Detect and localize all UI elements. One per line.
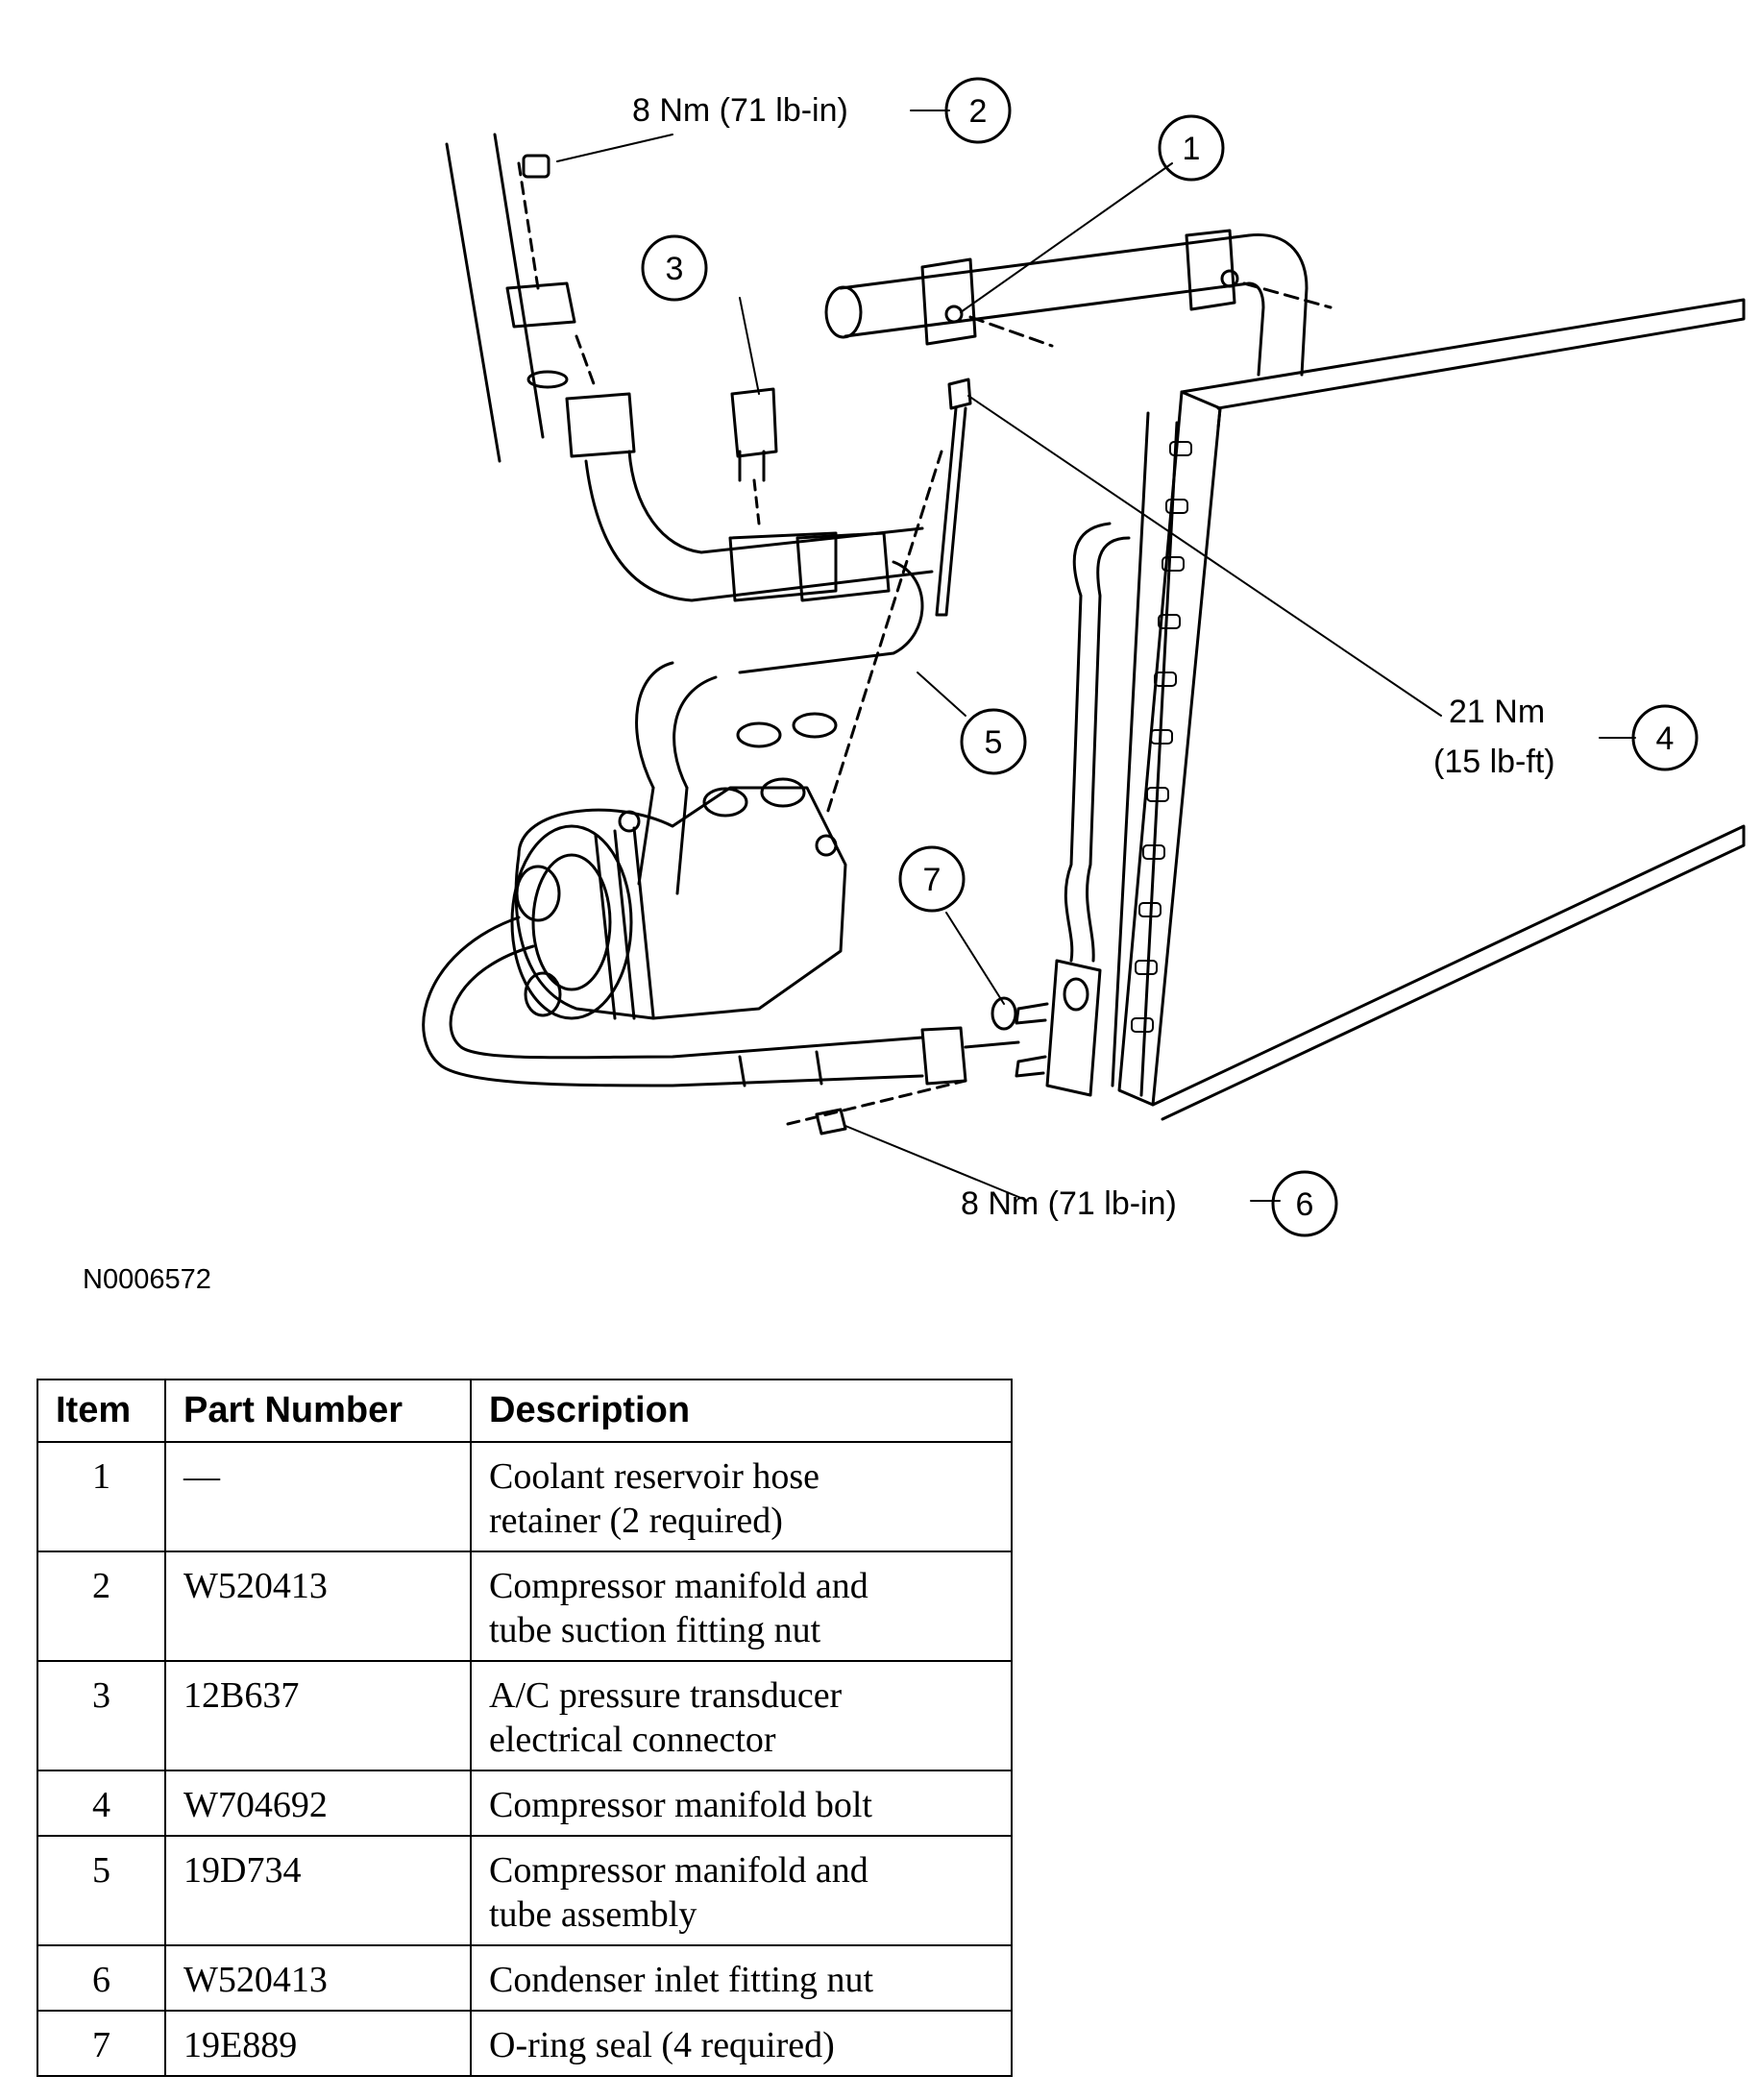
callout-5-circle <box>960 708 1027 775</box>
callout-2-circle <box>944 77 1012 144</box>
description-line-1: A/C pressure transducer <box>489 1675 843 1716</box>
cell-part-number: 12B637 <box>164 1660 472 1771</box>
table-header-row: Item Part Number Description <box>37 1379 1013 1443</box>
description-line-1: Coolant reservoir hose <box>489 1456 820 1497</box>
torque-label-item-4-line1: 21 Nm <box>1449 694 1545 730</box>
cell-part-number: 19D734 <box>164 1835 472 1946</box>
description-line-1: Compressor manifold bolt <box>489 1785 872 1825</box>
torque-label-item-6: 8 Nm (71 lb-in) <box>961 1185 1177 1222</box>
cell-part-number: 19E889 <box>164 2010 472 2077</box>
cell-part-number: W520413 <box>164 1944 472 2012</box>
cell-item: 6 <box>37 1944 166 2012</box>
table-row: 7 19E889 O-ring seal (4 required) <box>37 2010 1013 2077</box>
description-line-1: Condenser inlet fitting nut <box>489 1960 874 2000</box>
o-rings-manifold <box>736 712 838 748</box>
callout-1-number: 1 <box>1183 131 1201 167</box>
callout-4-number: 4 <box>1656 720 1675 757</box>
compressor <box>510 777 847 1020</box>
table-row: 6 W520413 Condenser inlet fitting nut <box>37 1944 1013 2012</box>
parts-table: Item Part Number Description 1 — Coolant… <box>37 1379 1013 2077</box>
condenser-fitting-nut <box>786 1079 967 1135</box>
description-line-2: tube suction fitting nut <box>489 1610 821 1650</box>
pressure-transducer-connector <box>730 387 778 525</box>
exploded-view-diagram: 1 2 3 4 5 6 7 8 Nm (71 lb-in) 21 Nm (15 … <box>422 77 1746 1237</box>
description-line-1: O-ring seal (4 required) <box>489 2025 835 2065</box>
callout-1-circle <box>1158 114 1225 182</box>
condenser <box>1015 298 1746 1121</box>
manifold-tube-assembly <box>584 450 934 895</box>
torque-label-item-2: 8 Nm (71 lb-in) <box>632 92 848 129</box>
cell-part-number: — <box>164 1441 472 1552</box>
callout-6-circle <box>1271 1170 1338 1237</box>
callout-2-number: 2 <box>969 93 988 130</box>
description-line-2: retainer (2 required) <box>489 1501 783 1541</box>
cell-description: O-ring seal (4 required) <box>470 2010 1013 2077</box>
callout-7-number: 7 <box>923 862 942 898</box>
description-line-1: Compressor manifold and <box>489 1850 868 1891</box>
callout-3-circle <box>641 234 708 302</box>
torque-label-item-4-line2: (15 lb-ft) <box>1433 744 1555 780</box>
suction-tube <box>445 133 636 463</box>
cell-description: Condenser inlet fitting nut <box>470 1944 1013 2012</box>
callout-7-circle <box>898 845 966 913</box>
description-line-2: electrical connector <box>489 1720 776 1760</box>
o-ring-condenser <box>991 996 1017 1031</box>
callout-3-number: 3 <box>666 251 684 287</box>
header-part-number: Part Number <box>164 1379 472 1443</box>
figure-id: N0006572 <box>83 1264 211 1295</box>
coolant-reservoir-hose <box>824 229 1333 377</box>
description-line-2: tube assembly <box>489 1894 697 1935</box>
cell-item: 2 <box>37 1551 166 1662</box>
description-line-1: Compressor manifold and <box>489 1566 868 1606</box>
cell-item: 5 <box>37 1835 166 1946</box>
fitting-nut-item-2 <box>522 154 550 179</box>
header-description: Description <box>470 1379 1013 1443</box>
callout-4-circle <box>1631 704 1699 771</box>
cell-description: Compressor manifold bolt <box>470 1770 1013 1837</box>
cell-item: 7 <box>37 2010 166 2077</box>
leader-lines <box>556 110 1636 1202</box>
manifold-bolt <box>824 378 972 818</box>
header-item: Item <box>37 1379 166 1443</box>
cell-part-number: W520413 <box>164 1551 472 1662</box>
cell-item: 4 <box>37 1770 166 1837</box>
table-row: 4 W704692 Compressor manifold bolt <box>37 1770 1013 1837</box>
callout-6-number: 6 <box>1296 1186 1314 1223</box>
callout-5-number: 5 <box>985 724 1003 761</box>
cell-item: 1 <box>37 1441 166 1552</box>
cell-item: 3 <box>37 1660 166 1771</box>
cell-part-number: W704692 <box>164 1770 472 1837</box>
